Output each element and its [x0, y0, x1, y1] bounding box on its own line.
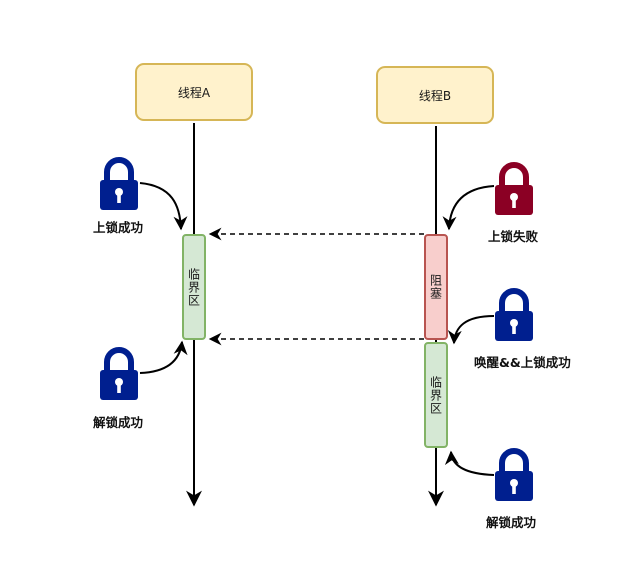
- thread-b-title: 线程B: [418, 88, 452, 103]
- thread-a-critical-section: 临界区: [182, 234, 206, 340]
- thread-b-blocked-section: 阻塞: [424, 234, 448, 340]
- thread-a-title: 线程A: [177, 85, 211, 100]
- lock-icon: [495, 451, 533, 501]
- lock-icon: [495, 165, 533, 215]
- thread-a-box: 线程A: [135, 63, 253, 121]
- lock-icon: [495, 291, 533, 341]
- thread-a-lock-success-label: 上锁成功: [93, 220, 144, 235]
- thread-b-blocked-label: 阻塞: [428, 274, 443, 300]
- thread-b-unlock-arrow: [444, 450, 495, 476]
- thread-a-unlock-success-label: 解锁成功: [93, 415, 144, 430]
- thread-a-critical-label: 临界区: [186, 267, 201, 307]
- thread-b-critical-label: 临界区: [428, 375, 443, 415]
- thread-b-box: 线程B: [376, 66, 494, 124]
- thread-b-critical-section: 临界区: [424, 342, 448, 448]
- wake-lock-arrow: [447, 315, 495, 345]
- lock-fail-arrow: [442, 185, 495, 231]
- lock-success-arrow: [139, 182, 188, 231]
- lock-icon: [100, 350, 138, 400]
- unlock-success-arrow: [139, 340, 188, 374]
- thread-b-wake-lock-label: 唤醒&&上锁成功: [474, 355, 571, 370]
- thread-b-unlock-success-label: 解锁成功: [486, 515, 537, 530]
- lock-icon: [100, 160, 138, 210]
- thread-b-lock-fail-label: 上锁失败: [488, 229, 539, 244]
